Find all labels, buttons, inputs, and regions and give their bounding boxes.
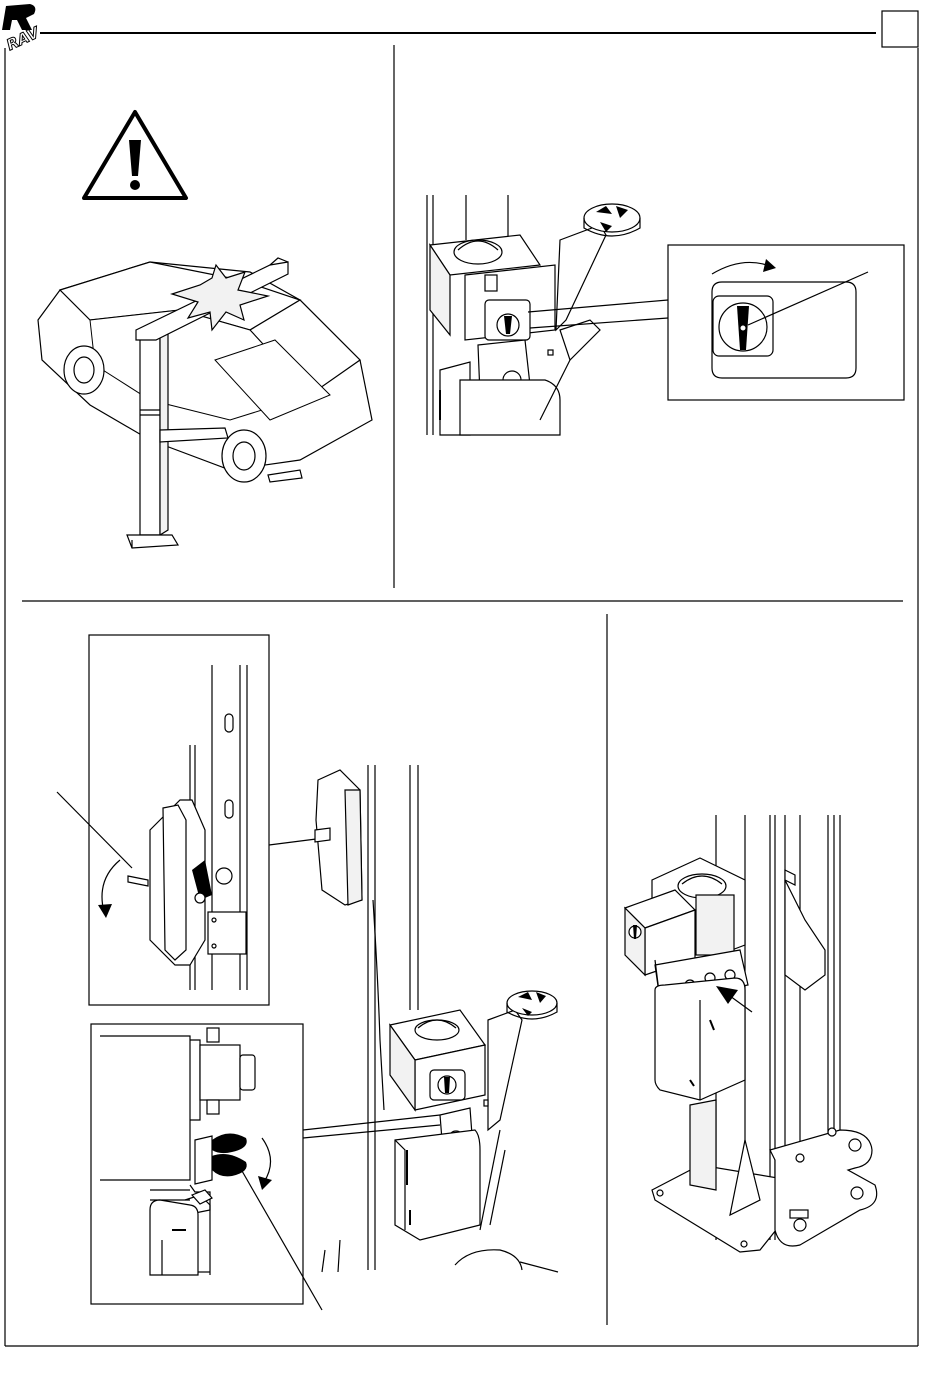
lift-column-bottom <box>315 765 558 1272</box>
hydraulic-unit-icon <box>625 815 877 1252</box>
power-unit-panel <box>625 815 877 1252</box>
lift-column-top-right <box>427 195 640 435</box>
rotary-switch-icon <box>712 282 856 378</box>
page-number-box <box>882 11 918 47</box>
brand-logo: RAV <box>2 4 43 54</box>
warning-panel <box>38 112 372 548</box>
warning-triangle-icon <box>84 112 186 198</box>
manual-lowering-panel <box>57 635 558 1310</box>
car-collision-illustration <box>38 258 372 548</box>
main-switch-panel <box>427 195 904 435</box>
